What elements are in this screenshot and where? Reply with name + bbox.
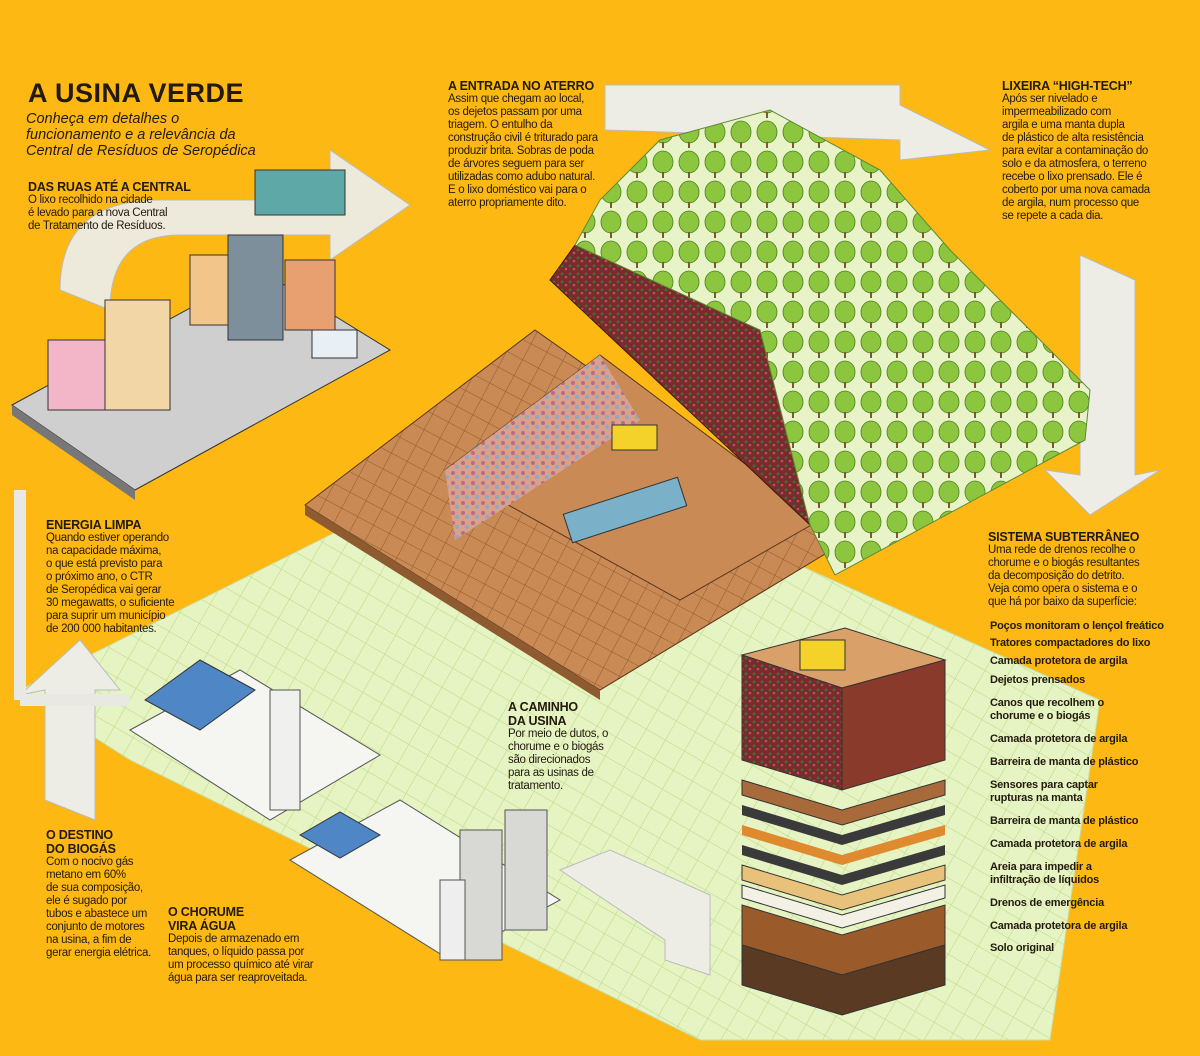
section-title: ENERGIA LIMPA [46, 518, 142, 532]
layer-label: Barreira de manta de plástico [990, 756, 1139, 768]
section-energia: ENERGIA LIMPA Quando estiver operando na… [46, 518, 175, 636]
layer-label: Tratores compactadores do lixo [990, 637, 1151, 649]
section-title: SISTEMA SUBTERRÂNEO [988, 530, 1140, 544]
compactor-icon [799, 639, 846, 671]
tank [459, 829, 503, 961]
cross-section-stack [740, 627, 947, 1016]
arrow-up-left [18, 639, 122, 821]
tree-hill [574, 109, 1091, 576]
section-body: O lixo recolhido na cidade é levado para… [28, 194, 168, 232]
section-biogas: O DESTINO DO BIOGÁS Com o nocivo gás met… [46, 828, 151, 960]
section-entrada: A ENTRADA NO ATERRO Assim que chegam ao … [448, 79, 598, 210]
section-title: DAS RUAS ATÉ A CENTRAL [28, 180, 191, 194]
chimney [269, 689, 301, 811]
section-ruas: DAS RUAS ATÉ A CENTRAL O lixo recolhido … [28, 180, 191, 233]
section-body: Após ser nivelado e impermeabilizado com… [1002, 93, 1150, 222]
layer-label: Camada protetora de argila [990, 733, 1128, 745]
layer-label: Sensores para captar rupturas na manta [990, 779, 1098, 804]
layer-label: Canos que recolhem o chorume e o biogás [990, 697, 1104, 722]
bulldozer [611, 424, 658, 451]
arrow-to-section [558, 849, 711, 976]
layer-label: Solo original [990, 942, 1055, 954]
section-caminho: A CAMINHO DA USINA Por meio de dutos, o … [508, 700, 608, 793]
section-chorume: O CHORUME VIRA ÁGUA Depois de armazenado… [168, 905, 314, 985]
layer-label: Camada protetora de argila [990, 920, 1128, 932]
layer-label: Barreira de manta de plástico [990, 815, 1139, 827]
section-body: Quando estiver operando na capacidade má… [46, 532, 175, 635]
section-title: A ENTRADA NO ATERRO [448, 79, 594, 93]
layer-label: Drenos de emergência [990, 897, 1104, 909]
garbage-truck [254, 169, 346, 216]
layer-label: Dejetos prensados [990, 674, 1086, 686]
section-title: A CAMINHO DA USINA [508, 700, 578, 728]
section-body: Por meio de dutos, o chorume e o biogás … [508, 728, 609, 792]
waste-face [445, 355, 640, 540]
layer-label: Poços monitoram o lençol freático [990, 620, 1164, 632]
layer-label: Camada protetora de argila [990, 655, 1128, 667]
tank [504, 809, 548, 931]
dump-truck [562, 476, 688, 544]
arrow-entrance [604, 84, 992, 161]
arrow-city-to-landfill [59, 149, 411, 311]
section-title: LIXEIRA “HIGH-TECH” [1002, 79, 1133, 93]
page-subtitle: Conheça em detalhes o funcionamento e a … [26, 111, 256, 159]
section-lixeira: LIXEIRA “HIGH-TECH” Após ser nivelado e … [1002, 79, 1150, 223]
section-body: Uma rede de drenos recolhe o chorume e o… [988, 544, 1140, 608]
layer-label: Areia para impedir a infiltração de líqu… [990, 861, 1100, 886]
section-title: O DESTINO DO BIOGÁS [46, 828, 116, 856]
pipe [14, 490, 130, 706]
section-title: O CHORUME VIRA ÁGUA [168, 905, 244, 933]
section-subterraneo: SISTEMA SUBTERRÂNEO Uma rede de drenos r… [988, 530, 1140, 609]
collection-truck [311, 329, 358, 359]
page-title: A USINA VERDE [28, 78, 245, 108]
section-body: Assim que chegam ao local, os dejetos pa… [448, 93, 598, 209]
layer-label: Camada protetora de argila [990, 838, 1128, 850]
section-body: Com o nocivo gás metano em 60% de sua co… [46, 856, 151, 959]
section-body: Depois de armazenado em tanques, o líqui… [168, 933, 314, 984]
arrow-right-down [1043, 254, 1161, 516]
